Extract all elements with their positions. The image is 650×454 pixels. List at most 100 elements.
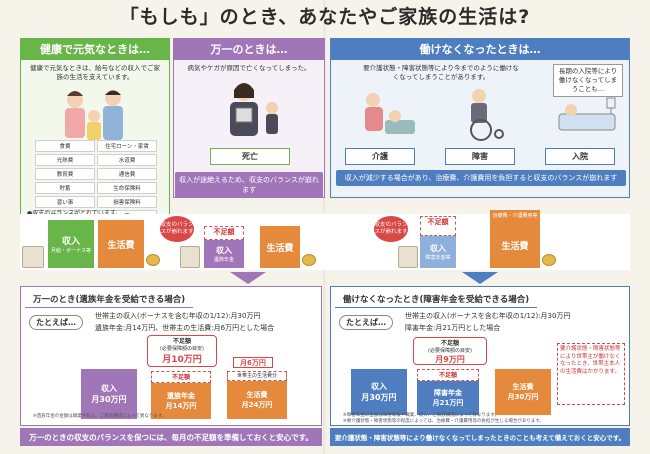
disability-tag: 障害 xyxy=(445,148,515,165)
disability-living-bar: 生活費 xyxy=(490,222,540,268)
death-case-note: ※遺族年金の金額は職業や収入、ご家族構成によって異なります。 xyxy=(33,414,167,419)
moneybag-icon xyxy=(146,254,160,266)
death-banner: 収入が途絶えるため、収支のバランスが崩れます xyxy=(175,172,323,198)
disability-case-pension-label: 障害年金 xyxy=(434,389,462,397)
death-living-bar: 生活費 xyxy=(260,226,300,268)
expense-item: 光熱費 xyxy=(35,154,95,166)
wallet-icon xyxy=(180,246,200,268)
expense-item: 通信費 xyxy=(97,168,157,180)
healthy-income-sub: 月給・ボーナス等 xyxy=(50,248,91,254)
expense-item: 教育費 xyxy=(35,168,95,180)
disability-case-note1: ※障害年金の金額は障害等級や職業、収入、ご家族構成によって異なります。 xyxy=(343,413,499,418)
healthy-income-bar: 収入 月給・ボーナス等 xyxy=(48,220,94,268)
disability-case-pension-value: 月21万円 xyxy=(432,399,464,407)
family-illustration xyxy=(65,90,123,140)
death-case-shortage-value: 月10万円 xyxy=(162,355,202,365)
death-imbalance-bubble: 収支のバランスが崩れます xyxy=(160,216,194,242)
disability-case-living-value: 月30万円 xyxy=(507,393,539,401)
disability-case-living-bar: 生活費 月30万円 xyxy=(495,369,551,415)
disability-desc: 要介護状態・障害状態等により今までのように働けなくなってしまうことがあります。 xyxy=(363,64,519,81)
mourning-illustration xyxy=(230,83,278,136)
expense-item: 水道費 xyxy=(97,154,157,166)
death-income-bar: 収入 遺族年金 xyxy=(204,240,244,268)
healthy-living-bar: 生活費 xyxy=(98,220,144,268)
disability-shortage: 不足額 xyxy=(420,216,456,236)
death-case-footer: 万一のときの収支のバランスを保つには、毎月の不足額を準備しておくと安心です。 xyxy=(20,428,322,446)
death-case-income-label: 収入 xyxy=(101,384,117,393)
wheelchair-illustration xyxy=(470,89,504,141)
disability-case-living-label: 生活費 xyxy=(512,383,534,391)
for-example-tag: たとえば… xyxy=(339,315,393,330)
disability-case-header: 働けなくなったとき(障害年金を受給できる場合) xyxy=(335,291,538,308)
disability-case-income-bar: 収入 月30万円 xyxy=(351,369,407,415)
death-case-shortage-sub: (必要保障額の目安) xyxy=(160,346,204,352)
disability-case-line1: 世帯主の収入(ボーナスを含む年収の1/12):月30万円 xyxy=(405,312,571,320)
disability-case-income-value: 月30万円 xyxy=(361,393,397,402)
death-case-deduct-value: 月6万円 xyxy=(233,357,273,368)
death-shortage: 不足額 xyxy=(204,226,244,240)
disability-case-shortage-value: 月9万円 xyxy=(435,355,465,364)
disability-case-note2: ※要介護状態・障害状態等の程度によっては、治療費・介護費用等の負担が生じる場合が… xyxy=(343,419,544,424)
death-tag: 死亡 xyxy=(210,148,290,165)
disability-income-bar: 収入 障害年金等 xyxy=(420,236,456,268)
disability-income-label: 収入 xyxy=(430,244,446,253)
wallet-icon xyxy=(22,246,44,268)
moneybag-icon xyxy=(542,254,556,266)
page-title: 「もしも」のとき、あなたやご家族の生活は? xyxy=(0,2,650,32)
death-case-panel: 万一のとき(遺族年金を受給できる場合) たとえば… 世帯主の収入(ボーナスを含む… xyxy=(20,286,322,426)
death-case-pension-label: 遺族年金 xyxy=(167,392,195,400)
death-case-shortage-box: 不足額 (必要保障額の目安) 月10万円 xyxy=(147,335,217,367)
healthy-panel: 健康で元気なときは、給与などの収入でご家族の生活を支えています。 食費 住宅ロー… xyxy=(20,60,170,222)
expense-item: 食費 xyxy=(35,140,95,152)
arrow-down-icon xyxy=(230,272,266,284)
death-case-deduct-note: 世帯主の生活費分 xyxy=(227,371,287,381)
death-case-income-value: 月30万円 xyxy=(91,395,127,404)
expense-item: 習い事 xyxy=(35,196,95,208)
death-case-living-label: 生活費 xyxy=(246,391,268,399)
death-income-label: 収入 xyxy=(216,246,232,255)
death-case-living-value: 月24万円 xyxy=(241,401,273,409)
death-income-sub: 遺族年金 xyxy=(213,257,234,263)
expense-item: 貯蓄 xyxy=(35,182,95,194)
disability-imbalance-bubble: 収支のバランスが崩れます xyxy=(374,216,408,242)
death-case-pension-bar: 遺族年金 月14万円 xyxy=(151,383,211,419)
death-case-living-bar: 生活費 月24万円 xyxy=(227,381,287,419)
disability-case-shortage-sub: (必要保障額の目安) xyxy=(428,348,472,354)
disability-case-shortage-box: 不足額 (必要保障額の目安) 月9万円 xyxy=(413,337,487,365)
moneybag-icon xyxy=(302,254,316,266)
death-case-shortage-title: 不足額 xyxy=(172,338,191,345)
expense-item: 損害保険料 xyxy=(97,196,157,208)
disability-case-pension-bar: 障害年金 月21万円 xyxy=(417,381,479,415)
expense-item: 生命保険料 xyxy=(97,182,157,194)
balance-note: ●収支のバランスがとれています。 xyxy=(27,208,121,217)
healthy-income-label: 収入 xyxy=(61,237,80,247)
disability-case-shortage-title: 不足額 xyxy=(440,340,459,347)
death-case-header: 万一のとき(遺族年金を受給できる場合) xyxy=(25,291,194,308)
care-illustration xyxy=(365,93,415,134)
healthy-header: 健康で元気なときは… xyxy=(20,38,170,60)
disability-banner: 収入が減少する場合があり、治療費、介護費用を負担すると収支のバランスが崩れます xyxy=(336,170,626,186)
death-desc: 病気やケガが原因で亡くなってしまった。 xyxy=(187,64,311,72)
wallet-icon xyxy=(398,246,418,268)
death-case-pension-value: 月14万円 xyxy=(165,402,197,410)
disability-income-sub: 障害年金等 xyxy=(425,255,451,261)
disability-case-panel: 働けなくなったとき(障害年金を受給できる場合) たとえば… 世帯主の収入(ボーナ… xyxy=(330,286,630,426)
disability-case-shortage-small: 不足額 xyxy=(417,369,479,381)
for-example-tag: たとえば… xyxy=(29,315,83,330)
care-tag: 介護 xyxy=(345,148,415,165)
disability-case-line2: 障害年金:月21万円とした場合 xyxy=(405,324,501,332)
disability-case-side-note: 要介護状態・障害状態等により世帯主が働けなくなったとき、世帯主本人の生活費はかか… xyxy=(557,343,625,405)
death-case-line2: 遺族年金:月14万円、世帯主の生活費:月6万円とした場合 xyxy=(95,324,275,332)
hospital-bed-illustration xyxy=(558,97,616,131)
disability-header: 働けなくなったときは… xyxy=(330,38,630,60)
death-case-income-bar: 収入 月30万円 xyxy=(81,369,137,419)
disability-case-income-label: 収入 xyxy=(371,382,387,391)
hospital-note: 長期の入院等により働けなくなってしまうことも… xyxy=(553,64,623,97)
healthy-desc: 健康で元気なときは、給与などの収入でご家族の生活を支えています。 xyxy=(30,64,160,81)
hospital-tag: 入院 xyxy=(545,148,615,165)
death-case-line1: 世帯主の収入(ボーナスを含む年収の1/12):月30万円 xyxy=(95,312,261,320)
arrow-down-icon xyxy=(462,272,498,284)
treatment-cost: 治療費・介護費用等 xyxy=(490,210,540,222)
expense-item: 住宅ローン・家賃 xyxy=(97,140,157,152)
death-header: 万一のときは… xyxy=(173,38,325,60)
